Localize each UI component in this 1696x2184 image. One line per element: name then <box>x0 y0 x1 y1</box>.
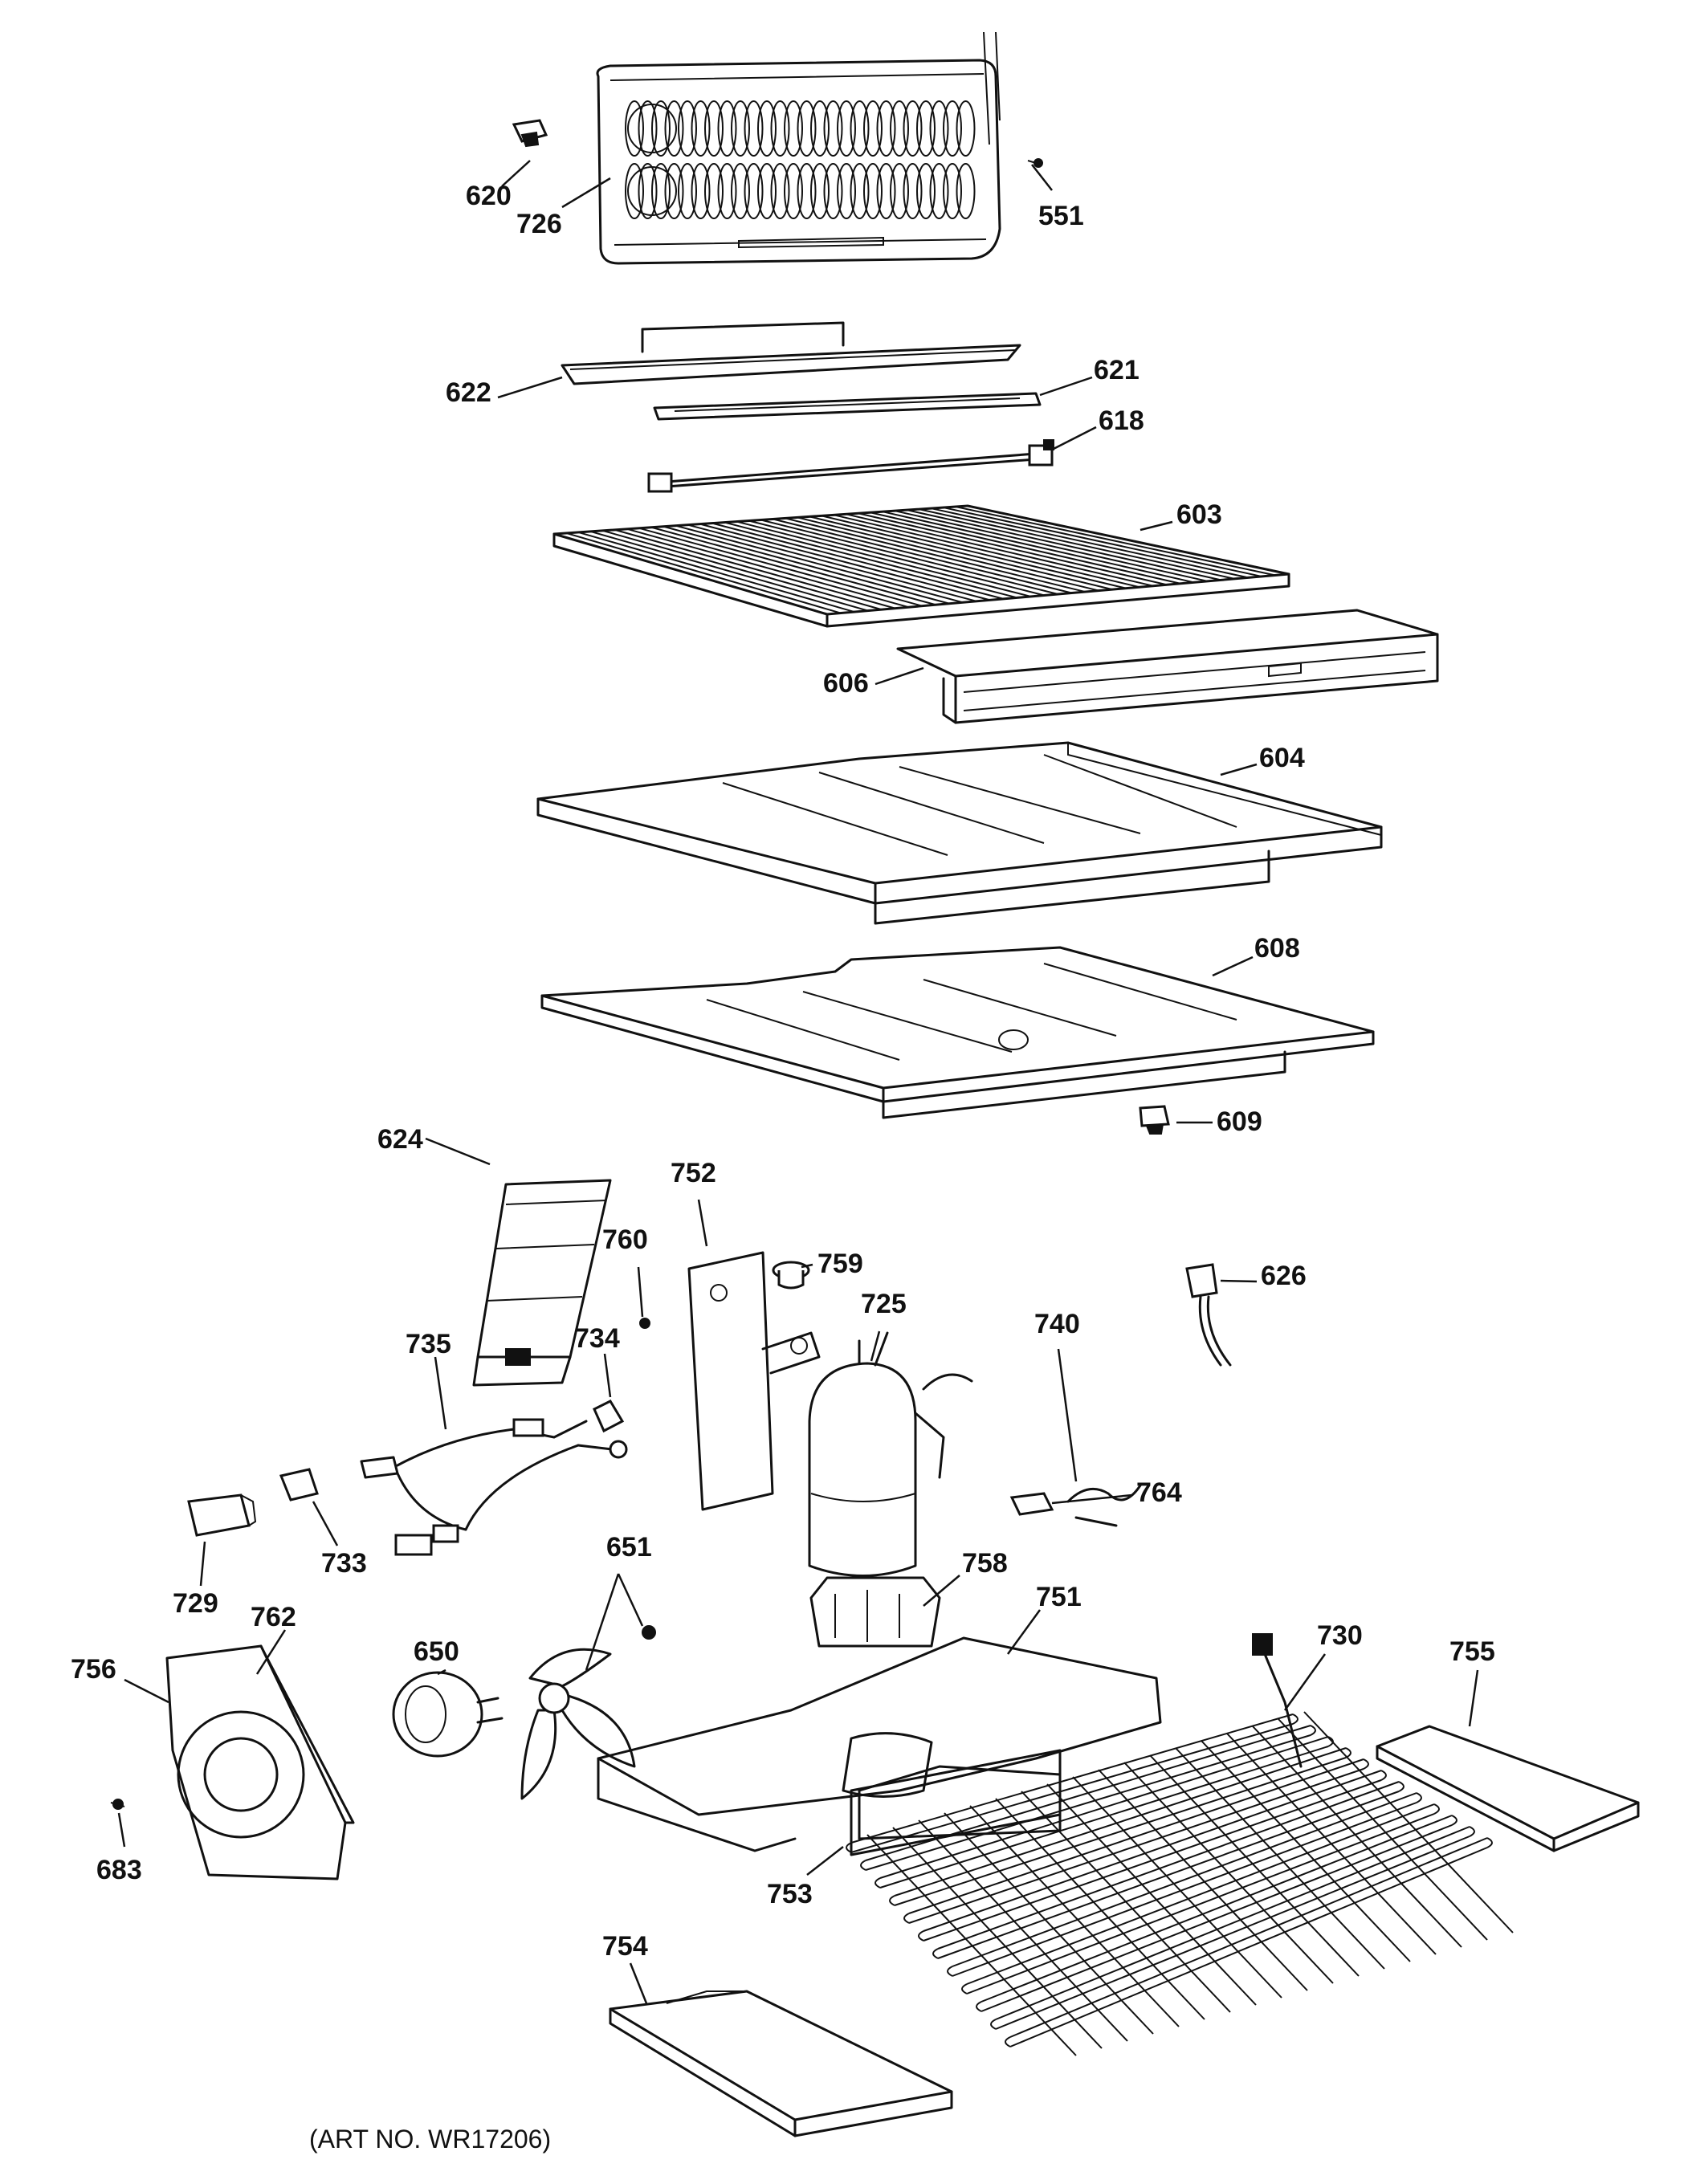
fan-shroud-756 <box>165 1644 355 1880</box>
screw-760 <box>639 1318 650 1329</box>
capacitor-729 <box>187 1493 257 1537</box>
leader-lines <box>117 160 1479 2004</box>
pan-608 <box>540 946 1375 1119</box>
callout-730: 730 <box>1317 1620 1363 1651</box>
grommet-759 <box>772 1261 810 1290</box>
fan-blade-651 <box>520 1625 656 1800</box>
compressor-mount-758 <box>809 1576 941 1648</box>
callout-725: 725 <box>861 1289 907 1319</box>
callout-618: 618 <box>1099 405 1144 436</box>
callout-621: 621 <box>1094 355 1140 385</box>
callout-753: 753 <box>767 1879 813 1909</box>
power-cord-626 <box>1185 1263 1232 1367</box>
screw-683 <box>110 1799 125 1810</box>
divider-shelf-604 <box>536 741 1383 925</box>
panel-753 <box>850 1749 1062 1856</box>
drain-plug-609 <box>1139 1105 1170 1135</box>
callout-651: 651 <box>606 1532 652 1563</box>
callout-603: 603 <box>1176 499 1222 530</box>
callout-606: 606 <box>823 668 869 699</box>
callout-650: 650 <box>414 1636 459 1667</box>
shelf-603 <box>552 504 1290 628</box>
callout-608: 608 <box>1254 933 1300 964</box>
callout-735: 735 <box>406 1329 451 1359</box>
plate-764 <box>1009 1492 1054 1516</box>
callout-751: 751 <box>1036 1582 1082 1612</box>
callout-734: 734 <box>574 1323 620 1354</box>
clip-740 <box>1066 1484 1142 1527</box>
callout-764: 764 <box>1136 1477 1182 1508</box>
callout-551: 551 <box>1038 201 1084 231</box>
callout-labels: 620 726 551 622 621 618 603 606 604 608 … <box>71 181 1495 1962</box>
callout-729: 729 <box>173 1588 218 1619</box>
defrost-heater-618 <box>647 439 1054 493</box>
panel-755 <box>1376 1725 1640 1852</box>
bracket-752 <box>687 1251 821 1511</box>
callout-760: 760 <box>602 1224 648 1255</box>
callout-733: 733 <box>321 1548 367 1579</box>
cover-606 <box>896 609 1439 724</box>
heater-bracket-621 <box>653 392 1042 421</box>
callout-762: 762 <box>251 1602 296 1632</box>
evaporator-coil <box>596 31 1001 265</box>
callout-755: 755 <box>1449 1636 1495 1667</box>
screw-551 <box>1027 158 1043 168</box>
callout-754: 754 <box>602 1931 648 1962</box>
overload-733 <box>279 1468 319 1502</box>
callout-740: 740 <box>1034 1309 1080 1339</box>
callout-609: 609 <box>1217 1106 1262 1137</box>
callout-726: 726 <box>516 209 562 239</box>
fan-motor-650 <box>392 1671 503 1758</box>
defrost-thermostat-620 <box>512 119 548 148</box>
callout-624: 624 <box>377 1124 423 1155</box>
callout-758: 758 <box>962 1548 1008 1579</box>
callout-683: 683 <box>96 1855 142 1885</box>
compressor-725 <box>808 1331 973 1577</box>
callout-752: 752 <box>671 1158 716 1188</box>
callout-626: 626 <box>1261 1261 1307 1291</box>
base-751 <box>597 1636 1162 1852</box>
callout-620: 620 <box>466 181 512 211</box>
drain-trough-622 <box>561 321 1021 385</box>
callout-604: 604 <box>1259 743 1305 773</box>
callout-759: 759 <box>817 1249 863 1279</box>
condenser-730 <box>846 1633 1514 2056</box>
art-number-caption: (ART NO. WR17206) <box>309 2125 551 2153</box>
panel-754 <box>609 1990 953 2137</box>
relay-734 <box>593 1400 625 1433</box>
duct-624 <box>472 1179 612 1387</box>
callout-756: 756 <box>71 1654 116 1685</box>
wiring-harness-735 <box>360 1418 628 1556</box>
callout-622: 622 <box>446 377 491 408</box>
